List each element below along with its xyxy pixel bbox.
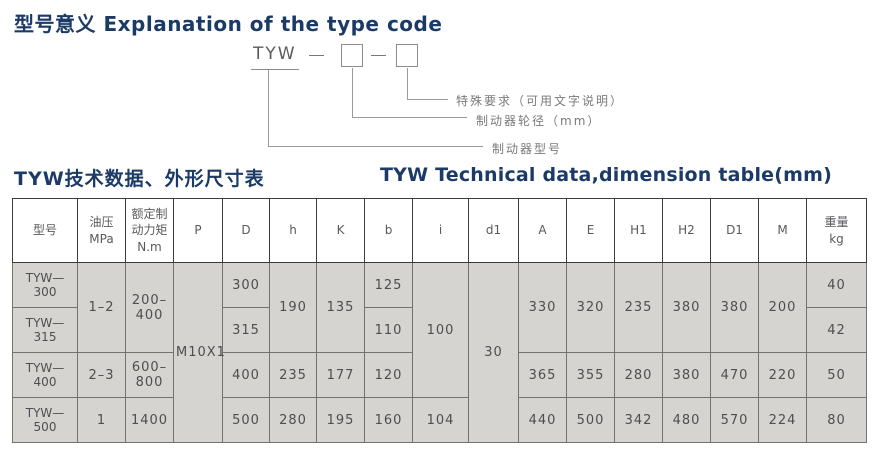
col-header-rated-torque: 额定制 动力矩 N.m (125, 198, 174, 263)
cell-a: 440 (518, 397, 567, 443)
cell-torque: 600–800 (125, 352, 174, 398)
cell-dd1: 570 (710, 397, 759, 443)
cell-a: 330 (518, 262, 567, 353)
code-placeholder-box-wheel (341, 44, 363, 67)
cell-e: 320 (566, 262, 615, 353)
cell-d: 500 (222, 397, 270, 443)
col-header-b: b (364, 198, 413, 263)
cell-a: 365 (518, 352, 567, 398)
col-header-weight: 重量 kg (806, 198, 867, 263)
cell-b: 110 (364, 307, 413, 353)
cell-pressure: 1–2 (77, 262, 126, 353)
cell-pressure: 1 (77, 397, 126, 443)
table-row-tyw-500: TYW—500 1 1400 500 280 195 160 104 440 5… (12, 397, 867, 443)
cell-d: 300 (222, 262, 270, 308)
type-code-text: TYW (251, 44, 299, 70)
cell-m: 224 (758, 397, 807, 443)
cell-torque: 200–400 (125, 262, 174, 353)
cell-e: 355 (566, 352, 615, 398)
connector-line-model (268, 70, 483, 147)
cell-e: 500 (566, 397, 615, 443)
table-row-tyw-400: TYW—400 2–3 600–800 400 235 177 120 365 … (12, 352, 867, 398)
cell-h: 235 (269, 352, 317, 398)
cell-d: 400 (222, 352, 270, 398)
cell-k: 195 (316, 397, 365, 443)
cell-h2: 480 (662, 397, 711, 443)
cell-b: 120 (364, 352, 413, 398)
cell-h: 280 (269, 397, 317, 443)
label-special-requirement: 特殊要求（可用文字说明） (456, 94, 625, 108)
code-placeholder-box-special (396, 44, 418, 67)
table-title-cn: TYW技术数据、外形尺寸表 (14, 168, 265, 190)
col-header-a: A (518, 198, 567, 263)
technical-data-table: 型号 油压 MPa 额定制 动力矩 N.m P D h K b i d1 A E… (12, 198, 867, 443)
cell-torque: 1400 (125, 397, 174, 443)
cell-h1: 342 (614, 397, 663, 443)
col-header-oil-pressure: 油压 MPa (77, 198, 126, 263)
table-row-tyw-300: TYW—300 1–2 200–400 M10X1 300 190 135 12… (12, 262, 867, 443)
label-brake-model: 制动器型号 (492, 142, 563, 156)
col-header-m: M (758, 198, 807, 263)
cell-i: 104 (412, 397, 469, 443)
col-header-d1: d1 (468, 198, 519, 263)
cell-m: 200 (758, 262, 807, 353)
col-header-k: K (316, 198, 365, 263)
cell-h2: 380 (662, 262, 711, 353)
page-title: 型号意义 Explanation of the type code (14, 12, 443, 36)
col-header-h1: H1 (614, 198, 663, 263)
col-header-h: h (269, 198, 317, 263)
cell-p: M10X1 (173, 262, 225, 443)
connector-line-special (407, 68, 448, 100)
table-title-en: TYW Technical data,dimension table(mm) (380, 164, 833, 186)
cell-weight: 80 (806, 397, 867, 443)
cell-b: 125 (364, 262, 413, 308)
col-header-big-d1: D1 (710, 198, 759, 263)
cell-h1: 235 (614, 262, 663, 353)
cell-dd1: 470 (710, 352, 759, 398)
cell-weight: 42 (806, 307, 867, 353)
dash-line (309, 55, 324, 56)
cell-k: 177 (316, 352, 365, 398)
cell-h1: 280 (614, 352, 663, 398)
cell-h: 190 (269, 262, 317, 353)
cell-i: 100 (412, 262, 469, 398)
cell-d: 315 (222, 307, 270, 353)
col-header-i: i (412, 198, 469, 263)
table-row-tyw-315: TYW—315 315 110 42 (12, 307, 867, 353)
type-code-diagram: TYW 特殊要求（可用文字说明） 制动器轮径（mm） 制动器型号 (0, 38, 878, 160)
cell-weight: 50 (806, 352, 867, 398)
col-header-model: 型号 (12, 198, 78, 263)
cell-h2: 380 (662, 352, 711, 398)
col-header-e: E (566, 198, 615, 263)
cell-model: TYW—300 (12, 262, 78, 308)
cell-d1: 30 (468, 262, 519, 443)
cell-dd1: 380 (710, 262, 759, 353)
col-header-h2: H2 (662, 198, 711, 263)
cell-m: 220 (758, 352, 807, 398)
cell-model: TYW—315 (12, 307, 78, 353)
header-row: 型号 油压 MPa 额定制 动力矩 N.m P D h K b i d1 A E… (12, 198, 867, 263)
connector-line-wheel (352, 68, 467, 118)
label-brake-wheel-diameter: 制动器轮径（mm） (476, 114, 602, 128)
cell-k: 135 (316, 262, 365, 353)
cell-b: 160 (364, 397, 413, 443)
dash-line (371, 55, 386, 56)
cell-weight: 40 (806, 262, 867, 308)
cell-pressure: 2–3 (77, 352, 126, 398)
cell-model: TYW—500 (12, 397, 78, 443)
cell-model: TYW—400 (12, 352, 78, 398)
col-header-d: D (222, 198, 270, 263)
col-header-p: P (173, 198, 223, 263)
